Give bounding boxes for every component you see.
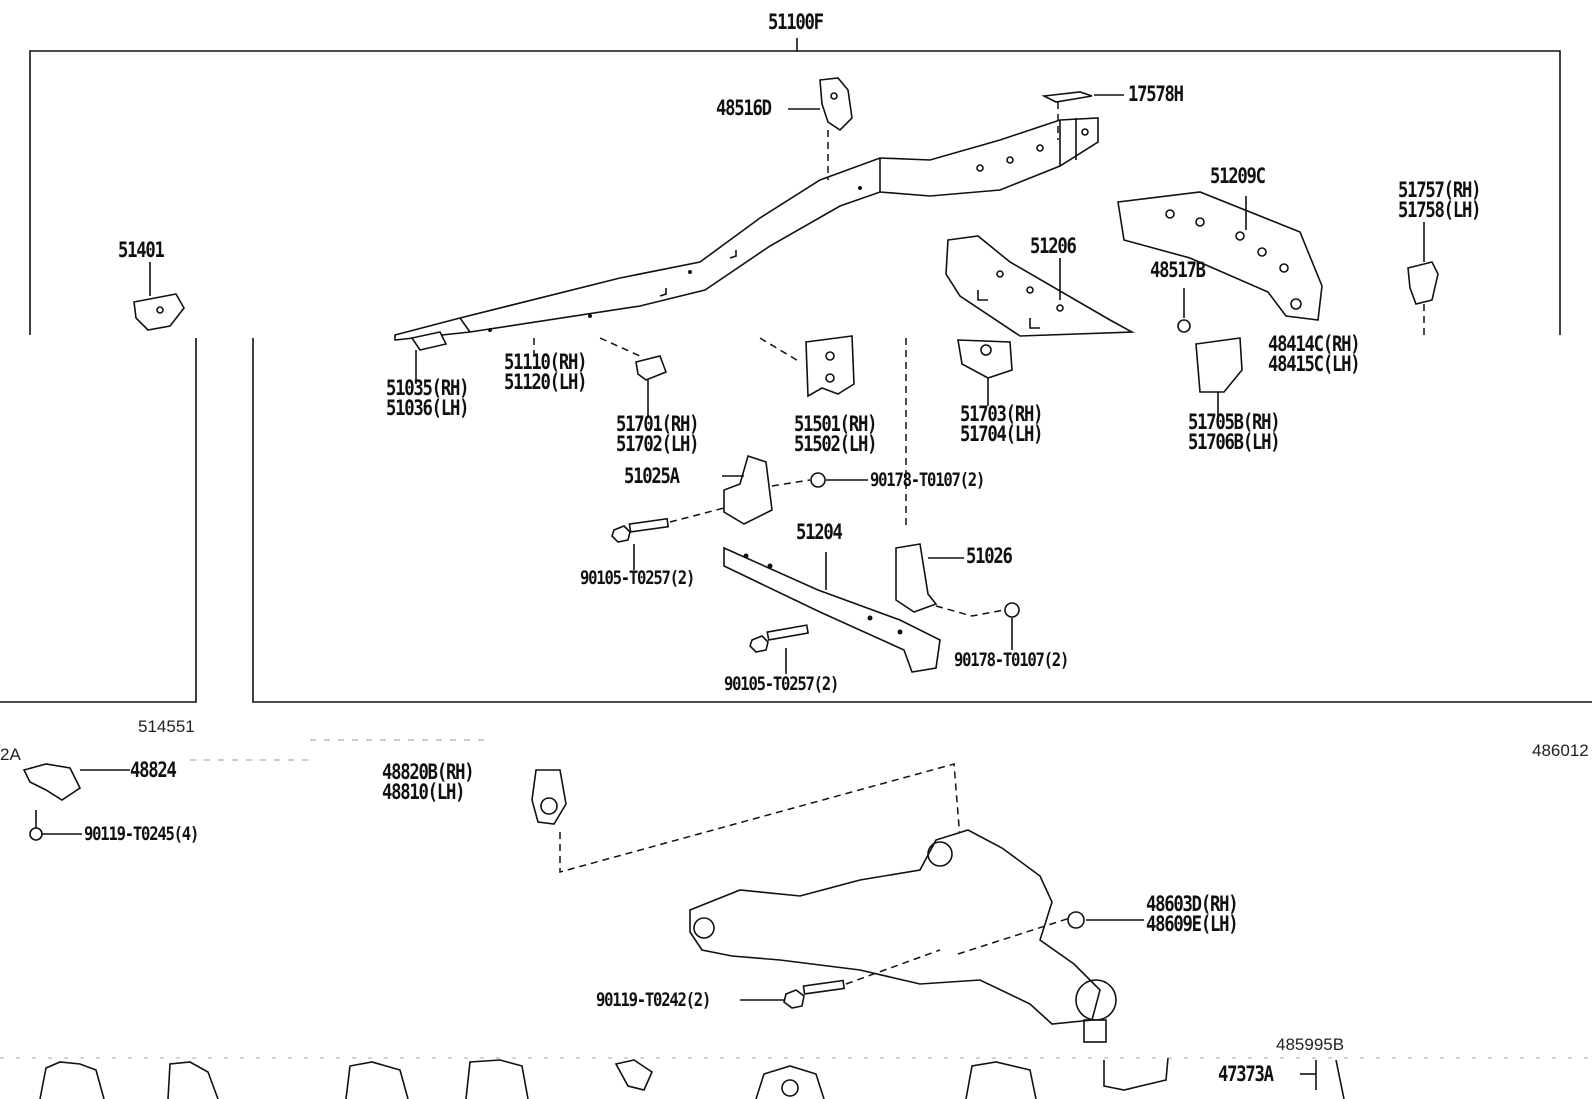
bushing-48517b-shape (1177, 288, 1191, 333)
label-48517b: 48517B (1150, 258, 1206, 282)
label-51701: 51701(RH) (616, 412, 699, 436)
code-485995b: 485995B (1276, 1035, 1345, 1054)
crossmember-51206-shape (945, 235, 1135, 337)
label-17578h: 17578H (1128, 82, 1184, 106)
label-90105-a: 90105-T0257(2) (580, 567, 695, 589)
label-51025a: 51025A (624, 464, 680, 488)
lower-brackets-shapes (410, 331, 1243, 530)
label-51209c: 51209C (1210, 164, 1266, 188)
label-51757: 51757(RH) (1398, 178, 1481, 202)
label-51100f: 51100F (768, 10, 824, 34)
suspension-shapes (22, 763, 1144, 1043)
label-48609e: 48609E(LH) (1146, 912, 1239, 936)
label-90178-b: 90178-T0107(2) (954, 649, 1069, 671)
bracket-48516d-shape (788, 77, 853, 180)
label-48415c: 48415C(LH) (1268, 352, 1361, 376)
label-51703: 51703(RH) (960, 402, 1043, 426)
label-51026: 51026 (966, 544, 1013, 568)
label-51120: 51120(LH) (504, 370, 587, 394)
bracket-51757-shape (1407, 222, 1439, 338)
label-51705b: 51705B(RH) (1188, 410, 1281, 434)
label-90119-b: 90119-T0242(2) (596, 989, 711, 1011)
label-51704: 51704(LH) (960, 422, 1043, 446)
label-51035: 51035(RH) (386, 376, 469, 400)
label-51706b: 51706B(LH) (1188, 430, 1281, 454)
label-51502: 51502(LH) (794, 432, 877, 456)
crossmember-51209c-shape (1117, 191, 1323, 321)
label-90119-a: 90119-T0245(4) (84, 823, 199, 845)
label-48824: 48824 (130, 758, 177, 782)
label-51036: 51036(LH) (386, 396, 469, 420)
bottom-partial-shapes (39, 1057, 1345, 1099)
label-51702: 51702(LH) (616, 432, 699, 456)
code-486012: 486012 (1532, 741, 1589, 760)
label-51758: 51758(LH) (1398, 198, 1481, 222)
label-47373a: 47373A (1218, 1062, 1274, 1086)
label-51204: 51204 (796, 520, 843, 544)
label-51501: 51501(RH) (794, 412, 877, 436)
label-48414c: 48414C(RH) (1268, 332, 1361, 356)
label-48820b: 48820B(RH) (382, 760, 475, 784)
label-51110: 51110(RH) (504, 350, 587, 374)
label-51401: 51401 (118, 238, 165, 262)
crossmember-group-shapes (611, 454, 1020, 674)
code-left-partial: 2A (0, 745, 21, 764)
label-48603d: 48603D(RH) (1146, 892, 1239, 916)
label-51206: 51206 (1030, 234, 1077, 258)
label-90178-a: 90178-T0107(2) (870, 469, 985, 491)
plate-17578h-shape (1041, 91, 1124, 140)
bracket-51401-shape (133, 262, 185, 331)
frame-rail-shape (394, 117, 1099, 341)
label-90105-b: 90105-T0257(2) (724, 673, 839, 695)
code-514551: 514551 (138, 717, 195, 736)
label-48516d: 48516D (716, 96, 772, 120)
frame-bracket-lines (0, 38, 1592, 1059)
label-48810: 48810(LH) (382, 780, 465, 804)
